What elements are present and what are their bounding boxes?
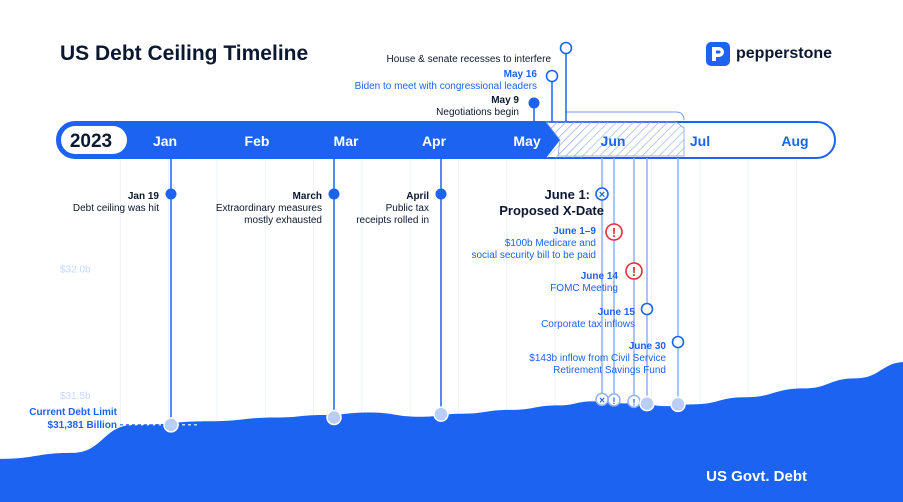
event-head: June 1–9 [553, 226, 596, 237]
event-line: Public tax [386, 203, 429, 214]
series-label: US Govt. Debt [706, 468, 807, 485]
event-line: Proposed X-Date [499, 203, 604, 218]
brand-logo: pepperstone [706, 42, 832, 66]
base-marker-warning-icon [607, 393, 621, 407]
event-head: June 14 [581, 271, 619, 282]
debt-area [0, 354, 903, 502]
year-pill [61, 126, 127, 154]
event-line: House & senate recesses to interfere [386, 54, 551, 65]
event-line: Corporate tax inflows [541, 319, 635, 330]
warning-icon: ! [633, 397, 636, 407]
base-marker [326, 409, 342, 426]
base-marker [163, 417, 179, 433]
event-head: April [406, 191, 429, 202]
xdate-marker [595, 187, 609, 201]
warning-icon: ! [632, 264, 636, 279]
year-label: 2023 [70, 131, 112, 152]
y-tick-label: $32.0b [60, 264, 91, 275]
page-title: US Debt Ceiling Timeline [60, 42, 309, 65]
close-icon: × [599, 189, 605, 201]
month-label-mar: Mar [334, 133, 359, 149]
brand-name: pepperstone [736, 45, 833, 62]
event-line: Debt ceiling was hit [73, 203, 159, 214]
month-label-aug: Aug [781, 133, 808, 149]
event-dot [640, 302, 654, 316]
base-marker [639, 395, 655, 412]
base-marker [670, 396, 686, 413]
warning-marker [605, 223, 623, 241]
y-tick-label: $31.5b [60, 391, 91, 402]
month-label-jan: Jan [153, 133, 177, 149]
event-head: May 16 [504, 69, 538, 80]
event-head: May 9 [491, 95, 519, 106]
event-dot [328, 188, 340, 200]
event-head: June 30 [629, 341, 667, 352]
event-head: June 15 [598, 307, 636, 318]
event-line: Retirement Savings Fund [553, 365, 666, 376]
base-marker [433, 406, 449, 422]
warning-marker [625, 262, 643, 280]
debt-limit-label: Current Debt Limit [29, 407, 117, 418]
event-dot [435, 188, 447, 200]
month-label-apr: Apr [422, 133, 447, 149]
warning-icon: ! [612, 225, 616, 240]
event-line: mostly exhausted [244, 215, 322, 226]
debt-limit-value: $31,381 Billion [48, 420, 117, 431]
event-head: March [293, 191, 322, 202]
month-label-feb: Feb [245, 133, 270, 149]
month-label-jun: Jun [601, 133, 626, 149]
xdate-window-top [566, 111, 685, 121]
xdate-hatch-window [545, 121, 685, 157]
month-label-jul: Jul [690, 133, 710, 149]
event-line: Negotiations begin [436, 107, 519, 118]
event-dot [671, 335, 685, 349]
event-dot [165, 188, 177, 200]
pepperstone-logo-icon [706, 42, 730, 66]
close-icon: × [599, 395, 605, 406]
event-line: $100b Medicare and [505, 238, 596, 249]
event-dot [545, 69, 559, 83]
event-line: Extraordinary measures [216, 203, 322, 214]
event-line: receipts rolled in [356, 215, 429, 226]
event-line: FOMC Meeting [550, 283, 618, 294]
event-head: Jan 19 [128, 191, 160, 202]
event-line: Biden to meet with congressional leaders [355, 81, 537, 92]
event-line: $143b inflow from Civil Service [529, 353, 666, 364]
month-label-may: May [513, 133, 540, 149]
event-line: social security bill to be paid [471, 250, 596, 261]
event-dot [559, 41, 573, 55]
warning-icon: ! [613, 396, 616, 406]
event-dot [528, 97, 540, 109]
timeline-progress-arrow [57, 122, 560, 158]
event-head: June 1: [544, 187, 590, 202]
